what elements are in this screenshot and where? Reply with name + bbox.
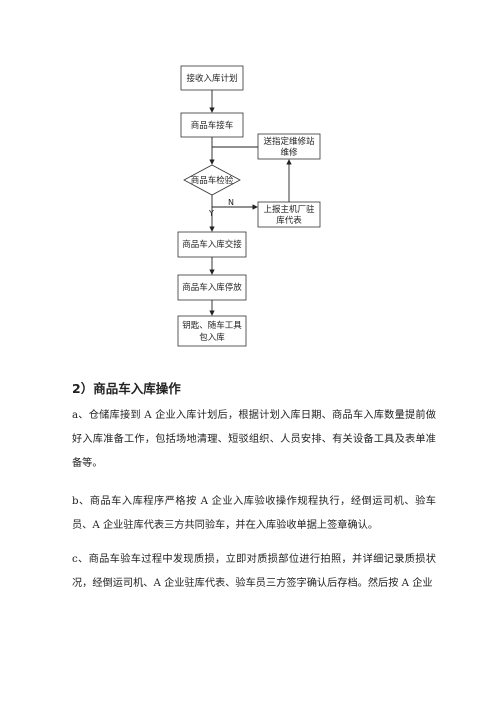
node-keys: 钥匙、随车工具 包入库 [177, 315, 247, 347]
node-plan-label: 接收入库计划 [186, 73, 237, 84]
node-keys-label-2: 包入库 [199, 332, 225, 343]
section-heading: 2）商品车入库操作 [72, 381, 181, 396]
node-receive: 商品车接车 [180, 112, 244, 138]
node-report: 上报主机厂驻 库代表 [257, 201, 321, 228]
node-park: 商品车入库停放 [177, 274, 247, 301]
label-no: N [228, 198, 234, 207]
node-inspect: 商品车检验 [183, 164, 241, 196]
label-yes: Y [208, 209, 214, 218]
node-receive-label: 商品车接车 [191, 120, 234, 131]
node-keys-label-1: 钥匙、随车工具 [182, 320, 242, 331]
node-park-label: 商品车入库停放 [182, 282, 242, 293]
node-repair-label-2: 维修 [280, 147, 298, 158]
node-handover-label: 商品车入库交接 [182, 239, 242, 250]
connectors [209, 90, 292, 316]
line-inspect-no-branch [211, 195, 240, 208]
flowchart: 接收入库计划 商品车接车 商品车检验 商品车入库交接 商品车入库停放 钥匙、随车… [177, 65, 321, 347]
paragraph-c: c、商品车验车过程中发现质损，立即对质损部位进行拍照，并详细记录质损状况，经倒运… [72, 554, 436, 589]
paragraph-a: a、仓储库接到 A 企业入库计划后，根据计划入库日期、商品车入库数量提前做好入库… [72, 410, 436, 469]
node-report-label-2: 库代表 [276, 215, 302, 226]
node-repair-label-1: 送指定维修站 [263, 136, 315, 147]
node-handover: 商品车入库交接 [177, 231, 247, 258]
node-inspect-label: 商品车检验 [191, 175, 234, 186]
paragraph-b: b、商品车入库程序严格按 A 企业入库验收操作规程执行，经倒运司机、验车员、A … [72, 496, 436, 531]
node-report-label-1: 上报主机厂驻 [263, 204, 315, 215]
node-plan: 接收入库计划 [180, 65, 244, 91]
node-repair: 送指定维修站 维修 [257, 133, 321, 160]
